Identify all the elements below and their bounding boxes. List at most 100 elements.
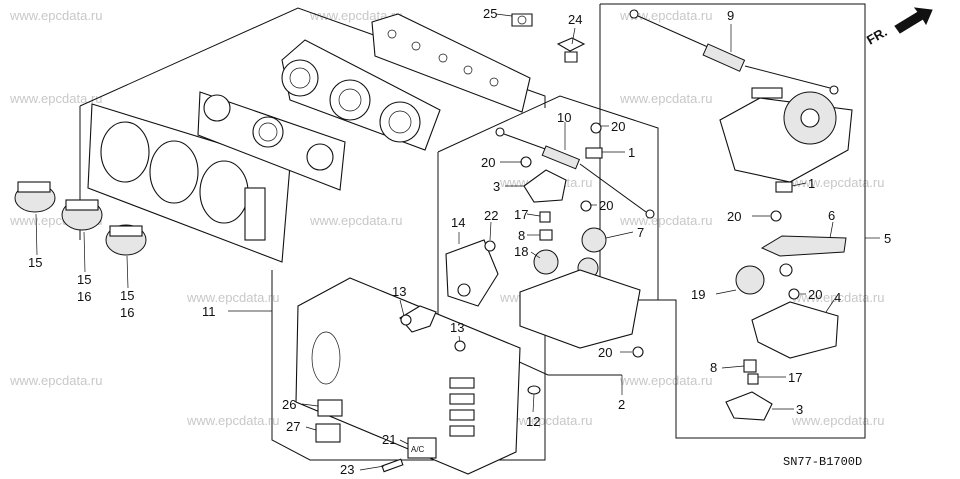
fr-label: FR. bbox=[864, 24, 890, 47]
screw-20 bbox=[520, 156, 532, 168]
cable-end bbox=[495, 127, 505, 137]
callout-2: 2 bbox=[618, 397, 625, 412]
plate-hole bbox=[438, 53, 448, 63]
leader-line bbox=[791, 182, 807, 187]
knob-socket-left bbox=[281, 59, 319, 97]
callout-23: 23 bbox=[340, 462, 354, 477]
bezel-opening-right bbox=[199, 160, 249, 224]
clip-24 bbox=[556, 37, 586, 52]
clip-24-base bbox=[564, 51, 578, 63]
leader-lines bbox=[228, 13, 880, 471]
cable-line bbox=[744, 65, 831, 89]
backing-plate-part bbox=[371, 13, 531, 113]
spacer-17 bbox=[747, 373, 759, 385]
screw-20 bbox=[770, 210, 782, 222]
plate-hole bbox=[387, 29, 397, 39]
callout-15: 15 bbox=[120, 288, 134, 303]
cable-line bbox=[579, 163, 647, 213]
leader-line bbox=[126, 255, 129, 289]
watermark: www.epcdata.ru bbox=[9, 373, 103, 388]
lever-6 bbox=[760, 235, 847, 257]
watermark: www.epcdata.ru bbox=[619, 8, 713, 23]
button-26 bbox=[317, 399, 343, 417]
bulb-13 bbox=[400, 314, 412, 326]
leader-line bbox=[721, 365, 745, 369]
leader-line bbox=[399, 299, 405, 317]
leader-line bbox=[359, 465, 385, 471]
callout-3: 3 bbox=[493, 179, 500, 194]
watermark: www.epcdata.ru bbox=[791, 413, 885, 428]
wire-harness bbox=[399, 305, 437, 333]
callout-13: 13 bbox=[450, 320, 464, 335]
gear-19 bbox=[735, 265, 765, 295]
knob-socket-center bbox=[329, 79, 371, 121]
bracket-4 bbox=[751, 301, 839, 359]
cable-frame bbox=[600, 3, 866, 439]
callout-24: 24 bbox=[568, 12, 582, 27]
spacer-17 bbox=[539, 211, 551, 223]
knob-grip bbox=[65, 199, 99, 211]
knob-center bbox=[61, 199, 103, 231]
callout-20: 20 bbox=[808, 287, 822, 302]
slider-part-3 bbox=[523, 169, 567, 203]
callout-14: 14 bbox=[451, 215, 465, 230]
switch-slot bbox=[449, 377, 475, 389]
watermark: www.epcdata.ru bbox=[791, 290, 885, 305]
fan-dial-window bbox=[203, 94, 231, 122]
screw-20 bbox=[788, 288, 800, 300]
leader-line bbox=[458, 335, 461, 343]
switch-slot bbox=[449, 425, 475, 437]
clip-25-eye bbox=[517, 15, 527, 25]
leader-line bbox=[526, 213, 541, 217]
screw-23 bbox=[381, 458, 404, 473]
callout-4: 4 bbox=[834, 290, 841, 305]
callout-19: 19 bbox=[691, 287, 705, 302]
leader-line bbox=[605, 231, 634, 239]
plate-hole bbox=[489, 77, 499, 87]
slider-body bbox=[523, 169, 567, 203]
cable-assembly-part bbox=[629, 9, 839, 95]
callout-17: 17 bbox=[788, 370, 802, 385]
control-frame-part bbox=[519, 269, 641, 349]
callout-12: 12 bbox=[526, 414, 540, 429]
leader-line bbox=[83, 231, 86, 273]
callout-20: 20 bbox=[481, 155, 495, 170]
mode-dial-window bbox=[252, 116, 284, 148]
callout-3: 3 bbox=[796, 402, 803, 417]
watermark: www.epcdata.ru bbox=[499, 413, 593, 428]
callout-15: 15 bbox=[77, 272, 91, 287]
leader-line bbox=[35, 213, 38, 256]
leader-line bbox=[532, 393, 535, 413]
leader-line bbox=[305, 426, 317, 431]
watermark: www.epcdata.ru bbox=[619, 91, 713, 106]
leader-line bbox=[571, 27, 576, 45]
screw-20 bbox=[590, 122, 602, 134]
clip-1 bbox=[585, 147, 603, 159]
callout-labels: 25 24 9 10 20 1 20 3 20 22 17 14 8 7 18 … bbox=[28, 6, 891, 477]
temp-dial-window bbox=[306, 143, 334, 171]
switch-unit-14 bbox=[445, 239, 499, 307]
knob-socket-right bbox=[379, 101, 421, 143]
slider-3 bbox=[725, 391, 773, 421]
callout-22: 22 bbox=[484, 208, 498, 223]
watermark: www.epcdata.ru bbox=[9, 8, 103, 23]
clip-25 bbox=[511, 13, 533, 27]
clip-12 bbox=[527, 385, 541, 395]
bezel-opening-left bbox=[100, 121, 150, 183]
leader-line bbox=[399, 439, 409, 445]
face-plate-part bbox=[197, 91, 346, 191]
callout-18: 18 bbox=[514, 244, 528, 259]
callout-26: 26 bbox=[282, 397, 296, 412]
leader-line bbox=[829, 221, 834, 239]
control-housing-part bbox=[295, 277, 541, 475]
callout-20: 20 bbox=[727, 209, 741, 224]
knob-housing-part bbox=[281, 39, 441, 151]
button-27 bbox=[315, 423, 341, 443]
watermark: www.epcdata.ru bbox=[186, 413, 280, 428]
housing-cutout bbox=[311, 331, 341, 385]
screw-20 bbox=[632, 346, 644, 358]
gear-parts bbox=[533, 227, 607, 279]
cable-end bbox=[629, 9, 639, 19]
callout-20: 20 bbox=[598, 345, 612, 360]
